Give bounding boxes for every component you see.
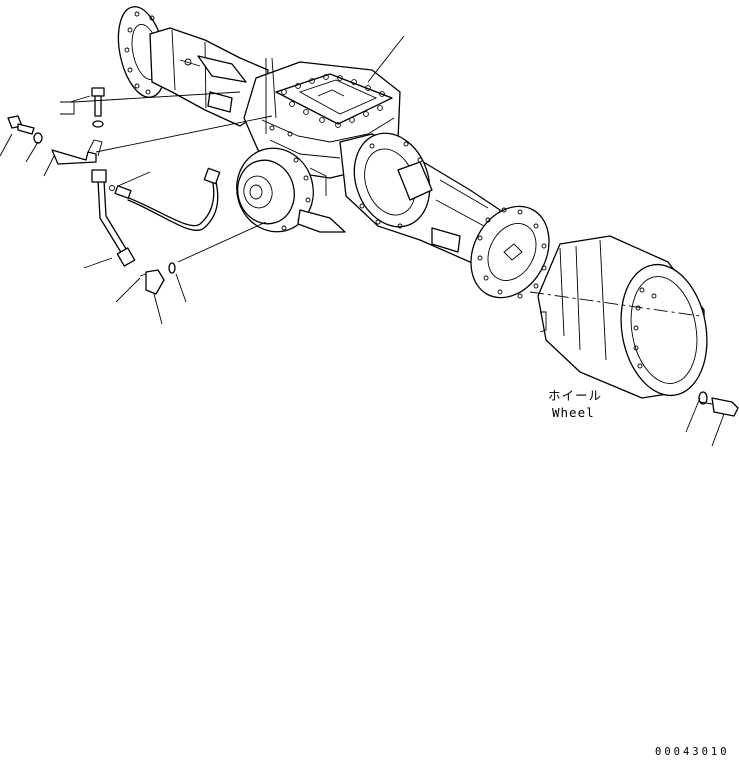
oil-pipe bbox=[91, 169, 136, 267]
pinion-cover bbox=[236, 147, 346, 233]
bracket-bolt-upper bbox=[91, 87, 105, 117]
elbow-fitting bbox=[139, 269, 165, 295]
wheel-label-english: Wheel bbox=[552, 405, 595, 420]
wheel-bolt bbox=[698, 391, 739, 417]
bracket-washer-left bbox=[33, 132, 43, 144]
bracket-washer bbox=[92, 120, 104, 128]
bracket-bolt-left bbox=[7, 115, 35, 135]
wheel-washer bbox=[698, 391, 708, 405]
wheel-label-japanese: ホイール bbox=[548, 388, 603, 403]
wheel-rim bbox=[537, 235, 708, 399]
left-axle-housing bbox=[149, 27, 269, 127]
o-ring bbox=[168, 262, 176, 274]
right-axle-housing bbox=[339, 132, 501, 263]
pipe-bracket bbox=[51, 120, 104, 165]
hydraulic-hose bbox=[109, 167, 221, 231]
figure-number: 00043010 bbox=[655, 746, 730, 758]
axis-centerline bbox=[529, 291, 701, 317]
right-axle-flange bbox=[470, 205, 550, 299]
leader-lines bbox=[0, 35, 405, 325]
